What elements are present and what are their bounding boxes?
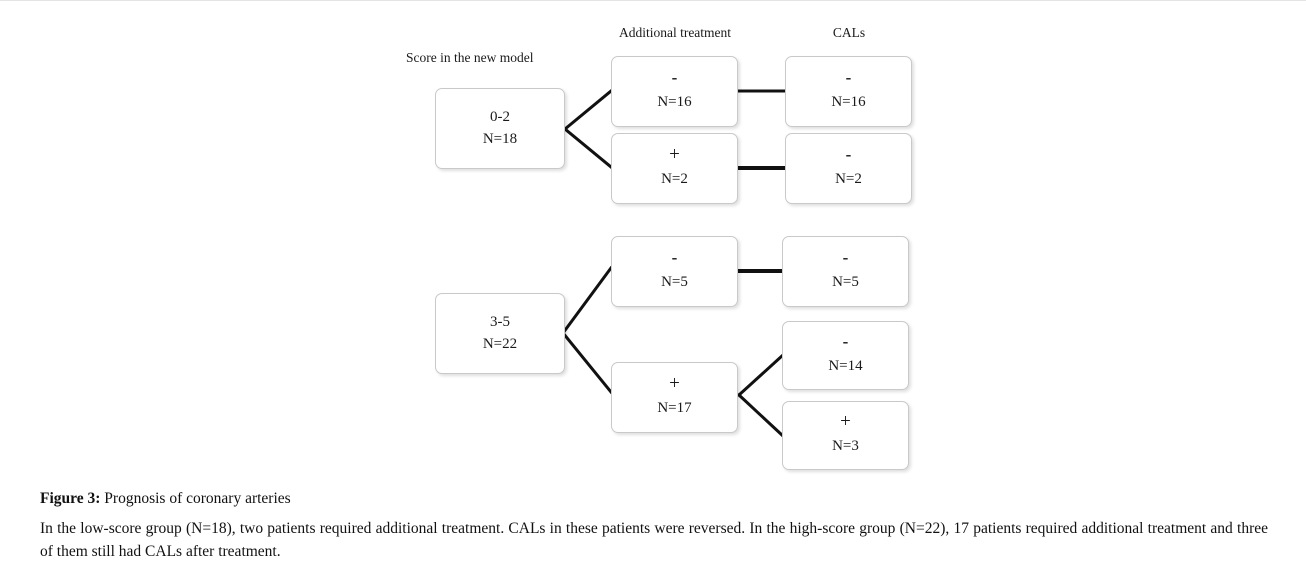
connector-tx-pos17-to-cal-14 <box>736 352 786 398</box>
node-high-treatment-positive-sign: + <box>669 373 680 394</box>
figure-caption-label: Figure 3: <box>40 490 101 507</box>
node-low-treatment-negative-count: N=16 <box>657 94 692 110</box>
column-header-additional-treatment: Additional treatment <box>618 25 732 40</box>
node-low-cals-negative-16[interactable]: - N=16 <box>785 56 912 127</box>
node-low-cals-negative-16-sign: - <box>845 68 852 87</box>
node-high-cals-positive-3-count: N=3 <box>832 438 859 454</box>
node-score-high-label: 3-5 <box>490 314 510 330</box>
connector-score-low-to-tx-neg <box>562 88 614 132</box>
node-high-cals-negative-14[interactable]: - N=14 <box>782 321 909 390</box>
node-low-treatment-positive-count: N=2 <box>661 171 688 187</box>
node-high-treatment-negative[interactable]: - N=5 <box>611 236 738 307</box>
node-high-cals-negative-5-sign: - <box>842 248 849 267</box>
node-low-treatment-positive[interactable]: + N=2 <box>611 133 738 204</box>
node-high-cals-negative-5-count: N=5 <box>832 274 859 290</box>
node-high-cals-positive-3[interactable]: + N=3 <box>782 401 909 470</box>
node-low-treatment-negative-sign: - <box>671 68 678 87</box>
node-score-low-label: 0-2 <box>490 109 510 125</box>
node-score-high[interactable]: 3-5 N=22 <box>435 293 565 374</box>
connector-score-low-to-tx-pos <box>562 126 614 170</box>
figure-caption-title: Figure 3: Prognosis of coronary arteries <box>40 487 1268 510</box>
node-high-treatment-negative-count: N=5 <box>661 274 688 290</box>
node-low-cals-negative-2[interactable]: - N=2 <box>785 133 912 204</box>
node-low-treatment-positive-sign: + <box>669 144 680 165</box>
connector-tx-pos17-to-cal-3 <box>736 392 786 439</box>
node-high-cals-negative-14-sign: - <box>842 332 849 351</box>
figure-caption-title-text: Prognosis of coronary arteries <box>100 490 291 507</box>
column-header-score: Score in the new model <box>406 50 534 65</box>
node-high-cals-negative-5[interactable]: - N=5 <box>782 236 909 307</box>
node-score-low[interactable]: 0-2 N=18 <box>435 88 565 169</box>
node-high-treatment-positive-count: N=17 <box>657 400 692 416</box>
node-high-treatment-negative-sign: - <box>671 248 678 267</box>
page-top-rule <box>0 0 1306 1</box>
node-score-high-count: N=22 <box>482 336 518 352</box>
node-score-low-count: N=18 <box>482 131 518 147</box>
connector-score-high-to-tx-pos <box>560 330 614 395</box>
node-low-cals-negative-16-count: N=16 <box>831 94 866 110</box>
node-high-treatment-positive[interactable]: + N=17 <box>611 362 738 433</box>
node-high-cals-negative-14-count: N=14 <box>828 358 863 374</box>
node-high-cals-positive-3-sign: + <box>840 411 851 432</box>
figure-caption-body: In the low-score group (N=18), two patie… <box>40 520 1268 560</box>
connector-score-high-to-tx-neg <box>560 265 614 336</box>
node-low-cals-negative-2-sign: - <box>845 145 852 164</box>
column-header-cals: CALs <box>832 25 866 40</box>
node-low-treatment-negative[interactable]: - N=16 <box>611 56 738 127</box>
node-low-cals-negative-2-count: N=2 <box>835 171 862 187</box>
